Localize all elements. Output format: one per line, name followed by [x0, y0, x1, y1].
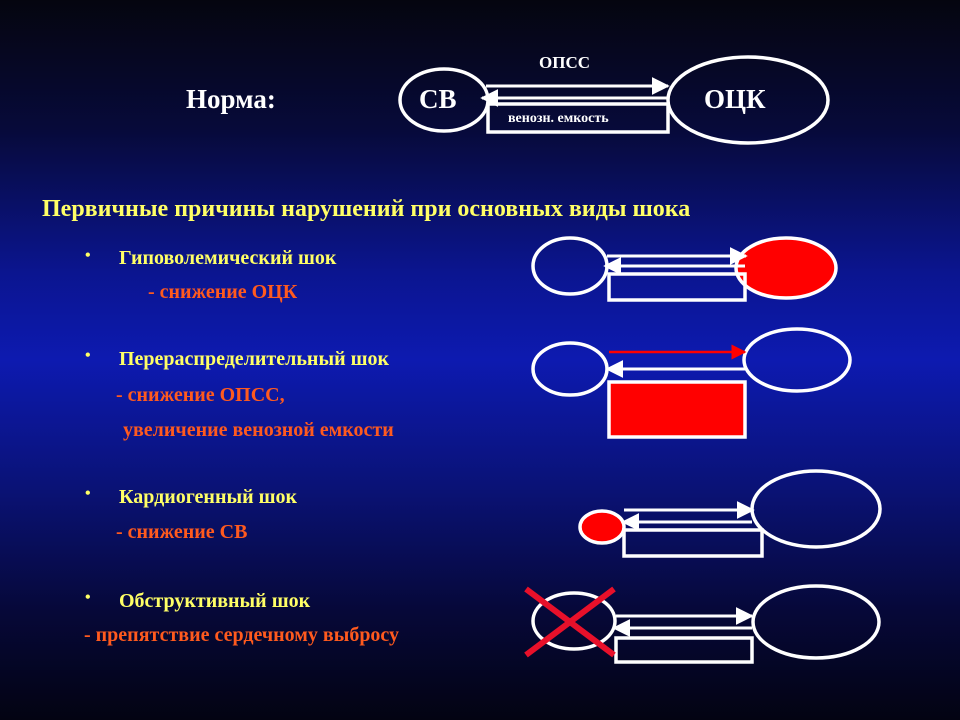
- hypovolemic-diagram: [531, 236, 838, 302]
- norm-diagram: [398, 55, 830, 145]
- item-desc-distributive-2: увеличение венозной емкости: [123, 419, 394, 441]
- dist-bcv-circle: [742, 327, 852, 393]
- bullet: •: [85, 589, 91, 606]
- hypo-venous-box: [607, 272, 747, 302]
- item-title-hypovolemic: Гиповолемический шок: [119, 247, 337, 269]
- obstr-venous-box: [614, 636, 754, 664]
- bullet: •: [85, 347, 91, 364]
- section-heading: Первичные причины нарушений при основных…: [42, 196, 691, 222]
- cardio-bcv-circle: [750, 469, 882, 549]
- bullet: •: [85, 485, 91, 502]
- opss-label: ОПСС: [539, 53, 590, 72]
- norm-co-label: СВ: [419, 84, 457, 114]
- item-desc-cardiogenic: - снижение СВ: [116, 521, 248, 543]
- item-desc-distributive-1: - снижение ОПСС,: [116, 384, 285, 406]
- item-desc-hypovolemic: - снижение ОЦК: [148, 281, 298, 303]
- hypo-co-circle: [531, 236, 609, 296]
- obstr-bcv-circle: [751, 584, 881, 660]
- venous-capacity-label: венозн. емкость: [508, 111, 609, 126]
- item-title-distributive: Перераспределительный шок: [119, 348, 389, 370]
- cardio-co-circle: [578, 509, 626, 545]
- norm-venous-box: [486, 102, 670, 134]
- norm-bcv-label: ОЦК: [704, 84, 766, 114]
- norm-label: Норма:: [186, 84, 276, 114]
- norm-bcv-circle: [666, 55, 830, 145]
- distributive-diagram: [531, 327, 852, 439]
- cross-icon: [524, 586, 616, 658]
- dist-co-circle: [531, 341, 609, 397]
- cardiogenic-diagram: [578, 469, 882, 558]
- obstructive-diagram: [524, 584, 881, 664]
- item-title-cardiogenic: Кардиогенный шок: [119, 486, 298, 508]
- item-title-obstructive: Обструктивный шок: [119, 590, 311, 612]
- item-desc-obstructive: - препятствие сердечному выбросу: [84, 624, 400, 646]
- dist-venous-box: [607, 380, 747, 439]
- hypo-bcv-circle: [734, 236, 838, 300]
- cardio-venous-box: [622, 528, 764, 558]
- bullet: •: [85, 247, 91, 264]
